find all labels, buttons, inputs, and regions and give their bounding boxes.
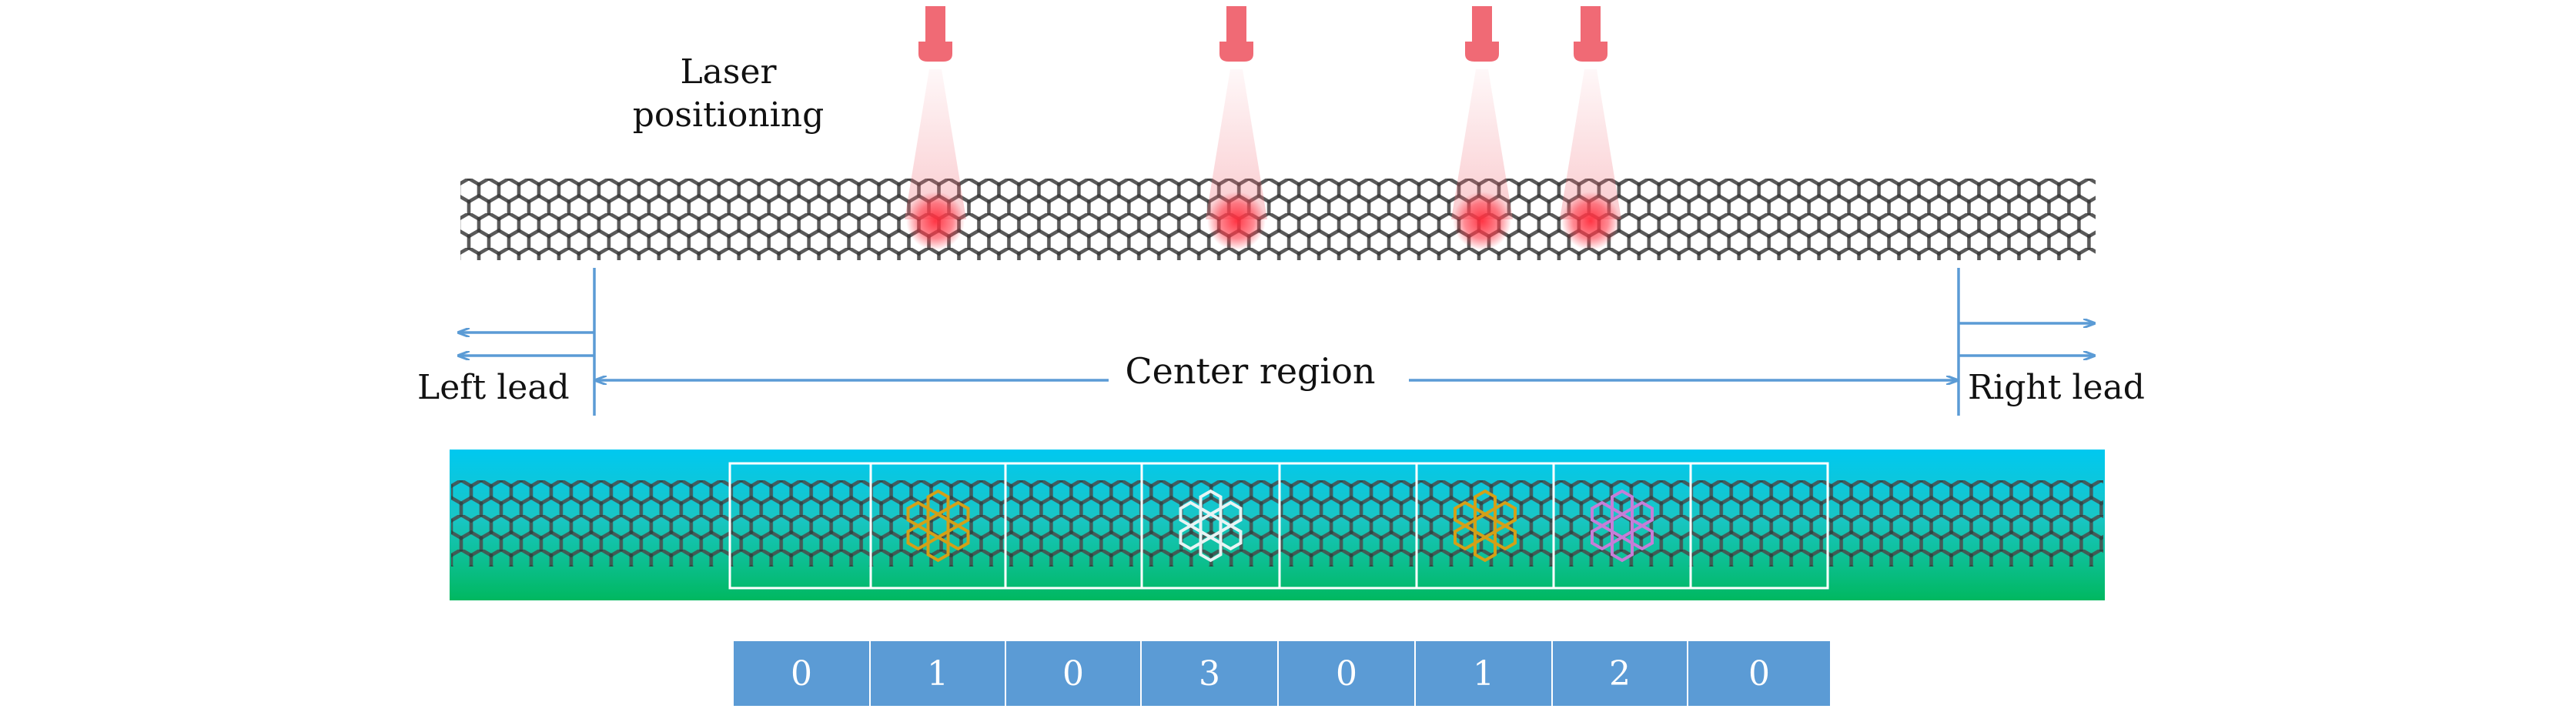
code-cell-box	[732, 640, 871, 707]
defect-ring	[946, 523, 970, 551]
code-cell-box	[1414, 640, 1553, 707]
defect-ring	[1591, 523, 1614, 551]
code-cell-box	[1140, 640, 1279, 707]
bottom-device-band	[450, 450, 2105, 600]
laser-emitters	[905, 6, 1621, 250]
code-cell-box	[1687, 640, 1832, 707]
laser-nozzle	[1465, 42, 1499, 62]
code-cell-value: 0	[1062, 654, 1084, 694]
laser-nozzle	[918, 42, 952, 62]
defect-ring	[1219, 523, 1243, 551]
top-graphene-ribbon	[460, 179, 2096, 260]
code-row: 0 1 0 3 0 1 2 0	[732, 640, 1832, 707]
code-cell-6: 1	[1414, 640, 1553, 707]
defect-ring	[906, 523, 930, 551]
laser-beam	[1206, 69, 1267, 219]
defect-ring	[1199, 535, 1223, 563]
laser-beam	[1560, 69, 1621, 219]
right-lead-label: Right lead	[1968, 368, 2145, 407]
laser-3	[1451, 6, 1513, 250]
laser-head	[1226, 6, 1246, 43]
laser-spot	[1453, 192, 1511, 250]
defect-ring	[1454, 523, 1477, 551]
code-cell-value: 3	[1199, 654, 1220, 694]
defect-ring	[1199, 489, 1223, 516]
code-cell-value: 1	[927, 654, 948, 694]
defect-ring	[926, 489, 950, 516]
code-cell-value: 0	[1748, 654, 1770, 694]
defect-cluster-4	[1179, 489, 1243, 563]
code-cell-value: 2	[1609, 654, 1631, 694]
defect-ring	[1611, 489, 1634, 516]
code-cell-4: 3	[1140, 640, 1279, 707]
defect-cluster-2	[906, 489, 970, 563]
code-cell-value: 0	[1336, 654, 1357, 694]
defect-ring	[926, 535, 950, 563]
code-cell-3: 0	[1005, 640, 1142, 707]
laser-2	[1206, 6, 1267, 250]
code-cell-box	[869, 640, 1006, 707]
laser-spot	[906, 192, 965, 250]
code-cell-2: 1	[869, 640, 1006, 707]
defect-ring	[1474, 489, 1497, 516]
laser-spot	[1207, 192, 1266, 250]
center-region-label: Center region	[1125, 350, 1375, 392]
code-cell-value: 1	[1473, 654, 1494, 694]
defect-ring	[1179, 523, 1203, 551]
laser-head	[925, 6, 945, 43]
left-lead-label: Left lead	[417, 368, 570, 407]
laser-beam	[905, 69, 966, 219]
laser-positioning-label-line2: positioning	[633, 95, 824, 135]
code-cell-box	[1551, 640, 1688, 707]
laser-head	[1472, 6, 1492, 43]
code-cell-value: 0	[791, 654, 812, 694]
defect-ring	[1611, 535, 1634, 563]
laser-4	[1560, 6, 1621, 250]
laser-nozzle	[1574, 42, 1607, 62]
region-arrows	[459, 268, 2094, 416]
code-cell-7: 2	[1551, 640, 1688, 707]
code-cell-8: 0	[1687, 640, 1832, 707]
code-cell-1: 0	[732, 640, 871, 707]
laser-1	[905, 6, 966, 250]
defect-ring	[1474, 535, 1497, 563]
laser-beam	[1451, 69, 1513, 219]
laser-nozzle	[1219, 42, 1253, 62]
defect-ring	[1631, 523, 1654, 551]
center-segments	[728, 462, 1829, 590]
laser-head	[1581, 6, 1601, 43]
code-cell-box	[1005, 640, 1142, 707]
code-cell-5: 0	[1277, 640, 1416, 707]
laser-positioning-label-line1: Laser	[680, 52, 777, 92]
defect-ring	[1494, 523, 1517, 551]
laser-spot	[1561, 192, 1620, 250]
code-cell-box	[1277, 640, 1416, 707]
defect-cluster-7	[1591, 489, 1654, 563]
defect-cluster-6	[1454, 489, 1517, 563]
